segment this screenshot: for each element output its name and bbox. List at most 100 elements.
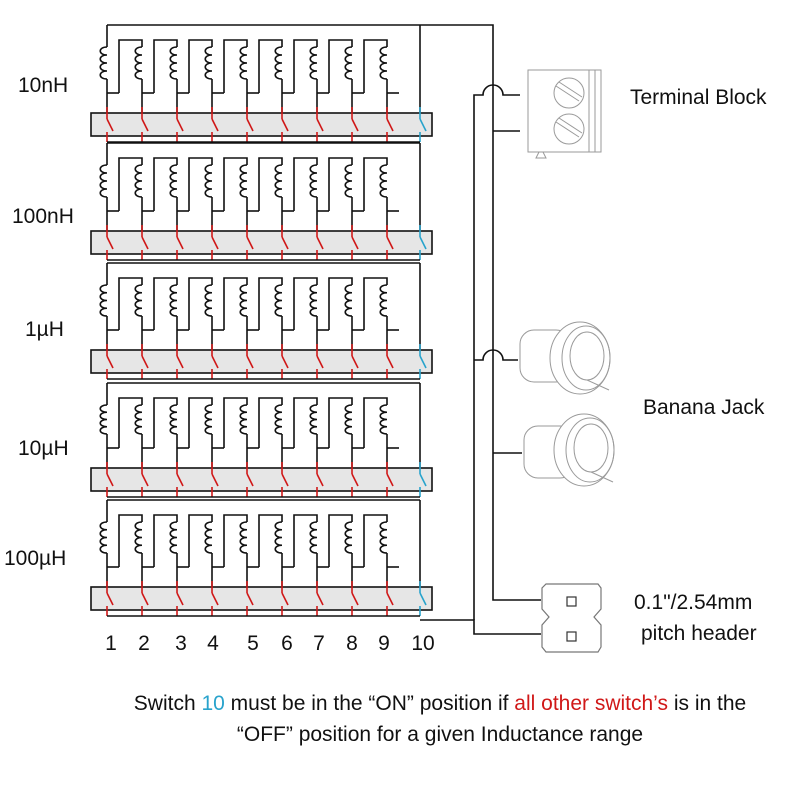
switch-blade: [281, 118, 289, 132]
switch-blade: [211, 473, 219, 487]
switch-1: [106, 344, 114, 379]
switch-blade: [141, 592, 149, 606]
wire: [293, 397, 318, 448]
switch-4: [211, 344, 219, 379]
wire: [363, 39, 388, 93]
wire: [258, 277, 283, 330]
switch-1: [106, 462, 114, 497]
switch-6: [281, 581, 289, 616]
switch-7: [316, 344, 324, 379]
inductor-banks: [90, 24, 433, 617]
inductor-coil-icon: [379, 284, 388, 317]
inductor-coil-icon: [204, 521, 213, 554]
wire: [293, 277, 318, 330]
switch-9: [386, 462, 394, 497]
wire: [223, 157, 248, 211]
header-pin: [566, 596, 577, 607]
switch-blade: [386, 355, 394, 369]
switch-3: [176, 581, 184, 616]
switch-blade: [316, 355, 324, 369]
wire: [153, 277, 178, 330]
note-text: is in the “OFF” position for a given Ind…: [236, 692, 747, 746]
wire: [258, 157, 283, 211]
switch-6: [281, 462, 289, 497]
range-label-1uh: 1µH: [25, 318, 64, 341]
wire: [223, 397, 248, 448]
terminal-block-label: Terminal Block: [630, 86, 767, 109]
inductor-coil-icon: [344, 284, 353, 317]
switch-blade: [106, 236, 114, 250]
banana-jack-label: Banana Jack: [643, 396, 765, 419]
inductor-coil-icon: [99, 164, 108, 198]
switch-10: [419, 107, 427, 142]
inductor-coil-icon: [239, 164, 248, 198]
range-label-100nh: 100nH: [12, 205, 74, 228]
inductor-coil-icon: [169, 521, 178, 554]
inductor-bank: [90, 142, 433, 261]
switch-5: [246, 462, 254, 497]
inductor-coil-icon: [274, 284, 283, 317]
switch-8: [351, 344, 359, 379]
wire: [363, 397, 388, 448]
switch-number-2: 2: [138, 632, 150, 655]
switch-9: [386, 344, 394, 379]
switch-1: [106, 107, 114, 142]
banana-jack-top: [519, 321, 611, 395]
switch-blade: [246, 592, 254, 606]
inductor-coil-icon: [274, 46, 283, 80]
wire: [223, 39, 248, 93]
switch-blade: [141, 355, 149, 369]
note-text: must be in the “ON” position if: [224, 692, 515, 715]
inductor-coil-icon: [99, 521, 108, 554]
switch-blade: [141, 473, 149, 487]
terminal-block: [527, 69, 602, 159]
inductor-coil-icon: [134, 284, 143, 317]
wire: [188, 157, 213, 211]
switch-blade: [351, 592, 359, 606]
switch-blade: [386, 118, 394, 132]
inductor-coil-icon: [239, 46, 248, 80]
inductor-coil-icon: [134, 521, 143, 554]
switch-8: [351, 107, 359, 142]
inductor-coil-icon: [344, 46, 353, 80]
wire: [328, 39, 353, 93]
switch-blade: [246, 355, 254, 369]
switch-blade: [419, 473, 427, 487]
switch-blade: [316, 592, 324, 606]
output-wiring: [420, 24, 541, 635]
switch-8: [351, 225, 359, 260]
switch-blade: [386, 592, 394, 606]
switch-blade: [141, 236, 149, 250]
wire: [293, 514, 318, 567]
inductor-coil-icon: [134, 164, 143, 198]
switch-2: [141, 581, 149, 616]
wire: [363, 277, 388, 330]
switch-3: [176, 225, 184, 260]
header-pin: [566, 631, 577, 642]
switch-blade: [351, 236, 359, 250]
switch-4: [211, 225, 219, 260]
inductor-coil-icon: [309, 46, 318, 80]
switch-blade: [419, 118, 427, 132]
switch-7: [316, 107, 324, 142]
pin-header: [541, 583, 602, 653]
inductor-coil-icon: [239, 284, 248, 317]
switch-blade: [281, 236, 289, 250]
switch-blade: [176, 118, 184, 132]
switch-blade: [246, 236, 254, 250]
switch-9: [386, 581, 394, 616]
wire: [188, 39, 213, 93]
switch-blade: [176, 236, 184, 250]
switch-2: [141, 344, 149, 379]
inductor-coil-icon: [309, 284, 318, 317]
inductor-coil-icon: [309, 521, 318, 554]
switch-blade: [316, 118, 324, 132]
switch-7: [316, 462, 324, 497]
switch-blade: [211, 236, 219, 250]
switch-2: [141, 462, 149, 497]
switch-number-8: 8: [346, 632, 358, 655]
wire: [153, 39, 178, 93]
range-label-10nh: 10nH: [18, 74, 69, 97]
switch-blade: [106, 355, 114, 369]
switch-6: [281, 107, 289, 142]
